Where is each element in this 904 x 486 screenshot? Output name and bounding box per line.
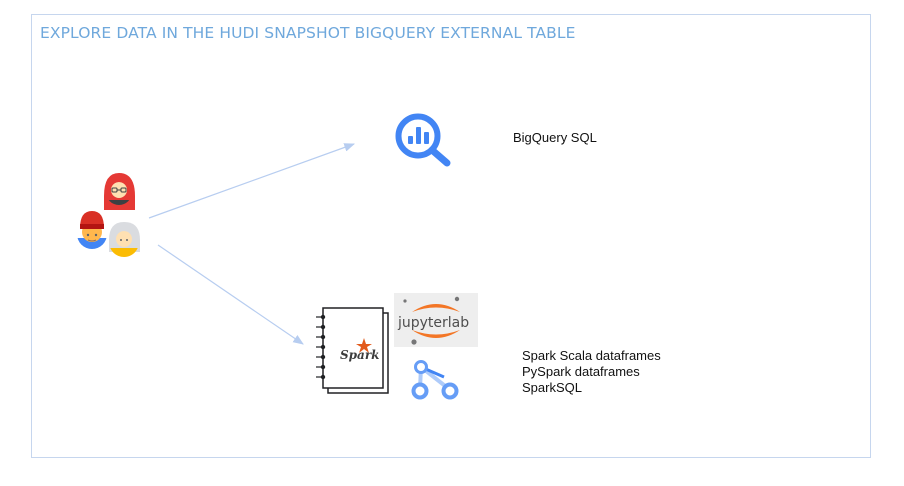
diagram-title: EXPLORE DATA IN THE HUDI SNAPSHOT BIGQUE… xyxy=(40,24,576,42)
spark-logo-text: Spark xyxy=(340,348,379,362)
dataproc-icon xyxy=(411,360,459,400)
spark-capabilities-list: Spark Scala dataframes PySpark dataframe… xyxy=(522,348,661,396)
spark-notebook-icon: Spark xyxy=(316,307,389,394)
spark-star-icon xyxy=(356,338,372,353)
pyspark-label: PySpark dataframes xyxy=(522,364,640,379)
spark-scala-label: Spark Scala dataframes xyxy=(522,348,661,363)
user-avatar-gray-hair xyxy=(109,222,140,257)
arrow-to-bigquery xyxy=(148,143,356,219)
bigquery-sql-label: BigQuery SQL xyxy=(513,130,597,145)
jupyterlab-icon: jupyterlab xyxy=(394,293,478,347)
diagram-frame xyxy=(31,14,871,458)
sparksql-label: SparkSQL xyxy=(522,380,582,395)
arrow-to-spark xyxy=(157,244,304,345)
users-group-icon xyxy=(77,173,140,257)
user-avatar-red-hair xyxy=(104,173,135,210)
user-avatar-beanie xyxy=(77,211,107,249)
bigquery-icon xyxy=(395,113,451,167)
jupyterlab-logo-text: jupyterlab xyxy=(397,315,469,331)
